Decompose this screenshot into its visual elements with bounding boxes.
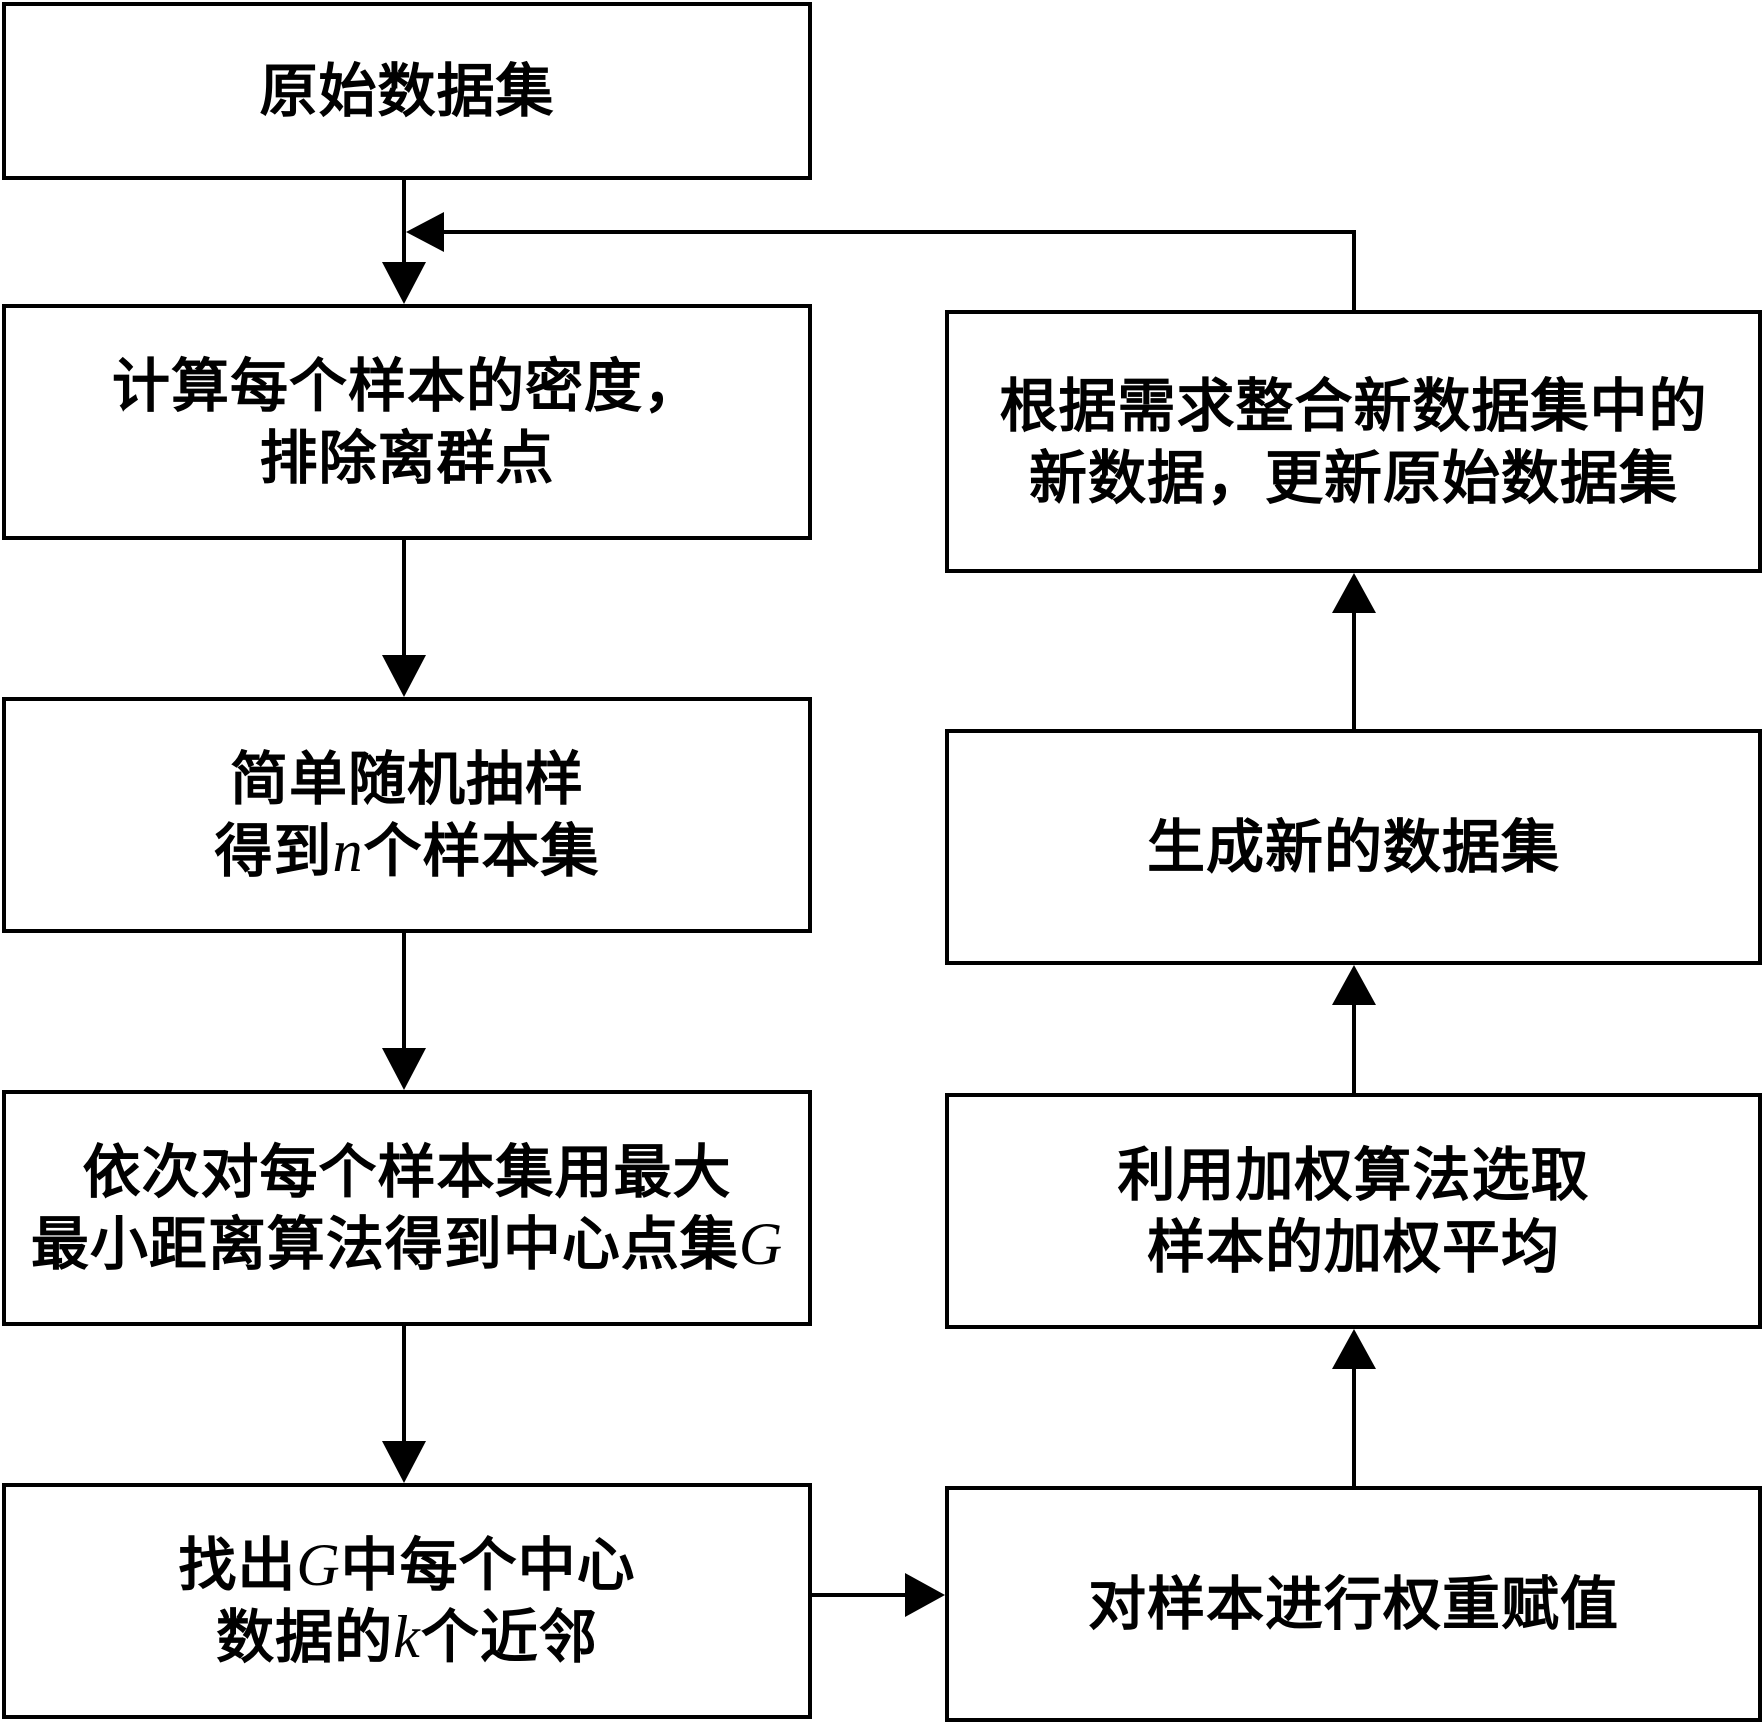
box-density-outliers: 计算每个样本的密度， 排除离群点 — [2, 304, 812, 540]
box-new-dataset: 生成新的数据集 — [945, 729, 1762, 965]
arrowhead-left-feedback — [406, 212, 444, 252]
arrowhead-up-1 — [1332, 1329, 1376, 1369]
box-weighted-average: 利用加权算法选取 样本的加权平均 — [945, 1093, 1762, 1329]
box-label-line: 得到n个样本集 — [214, 815, 599, 887]
box-label-line: 计算每个样本的密度， — [111, 352, 702, 420]
box-label-line: 最小距离算法得到中心点集G — [31, 1208, 783, 1280]
label-text: 得到 — [214, 817, 333, 885]
arrowhead-down-4 — [382, 1441, 426, 1483]
box-label-line: 找出G中每个中心 — [178, 1529, 635, 1601]
arrowhead-down-2 — [382, 655, 426, 697]
arrowhead-up-3 — [1332, 573, 1376, 613]
box-label-line: 排除离群点 — [259, 424, 555, 492]
edge-update-feedback — [444, 230, 1356, 310]
label-text: 找出 — [178, 1531, 297, 1599]
box-original-dataset: 原始数据集 — [2, 2, 812, 180]
box-label-line: 原始数据集 — [259, 57, 555, 125]
box-label-line: 对样本进行权重赋值 — [1087, 1570, 1619, 1638]
label-text: 数据的 — [216, 1603, 394, 1671]
box-weight-assign: 对样本进行权重赋值 — [945, 1486, 1762, 1722]
box-label-line: 数据的k个近邻 — [216, 1601, 598, 1673]
box-label-line: 根据需求整合新数据集中的 — [999, 371, 1708, 440]
variable-k: k — [393, 1604, 421, 1670]
arrowhead-right — [905, 1573, 945, 1617]
box-label-line: 新数据，更新原始数据集 — [1028, 443, 1678, 512]
variable-n: n — [332, 818, 364, 884]
arrowhead-down-1 — [382, 262, 426, 304]
box-label-line: 生成新的数据集 — [1146, 813, 1560, 881]
box-update-dataset: 根据需求整合新数据集中的 新数据，更新原始数据集 — [945, 310, 1762, 573]
label-text: 个样本集 — [363, 817, 600, 885]
box-label-line: 利用加权算法选取 — [1117, 1141, 1590, 1209]
box-label-line: 样本的加权平均 — [1146, 1213, 1560, 1281]
box-center-points: 依次对每个样本集用最大 最小距离算法得到中心点集G — [2, 1090, 812, 1326]
box-knn: 找出G中每个中心 数据的k个近邻 — [2, 1483, 812, 1719]
variable-g: G — [296, 1532, 341, 1598]
box-random-sampling: 简单随机抽样 得到n个样本集 — [2, 697, 812, 933]
label-text: 中每个中心 — [340, 1531, 636, 1599]
label-text: 个近邻 — [420, 1603, 598, 1671]
label-text: 最小距离算法得到中心点集 — [30, 1210, 739, 1278]
arrowhead-down-3 — [382, 1048, 426, 1090]
variable-g: G — [738, 1211, 784, 1277]
arrowhead-up-2 — [1332, 965, 1376, 1005]
box-label-line: 依次对每个样本集用最大 — [82, 1138, 732, 1206]
box-label-line: 简单随机抽样 — [229, 745, 584, 813]
